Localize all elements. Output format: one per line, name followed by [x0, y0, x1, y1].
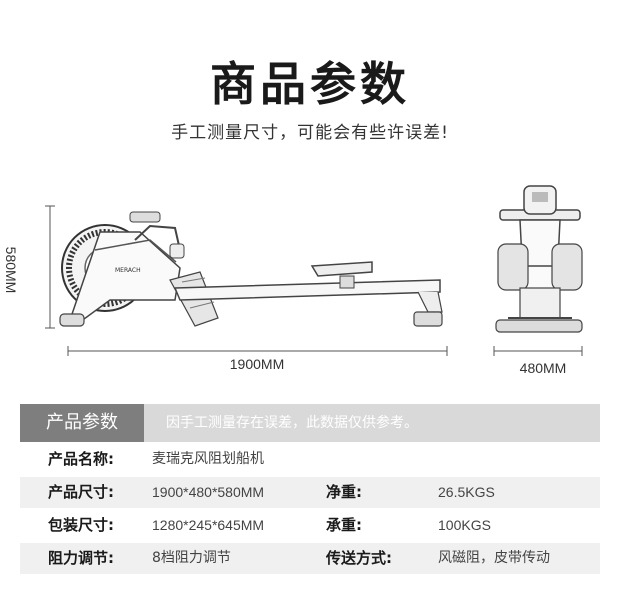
rower-diagram: MERACH: [45, 185, 583, 356]
spec-value: 26.5KGS: [438, 484, 495, 500]
spec-row-package: 包装尺寸: 1280*245*645MM 承重: 100KGS: [20, 510, 600, 541]
spec-row-resistance: 阻力调节: 8档阻力调节 传送方式: 风磁阻，皮带传动: [20, 543, 600, 574]
length-dimension-line: [67, 346, 448, 356]
spec-value: 1280*245*645MM: [152, 517, 265, 533]
spec-key: 包装尺寸:: [48, 516, 114, 534]
height-dimension-label: 580MM: [3, 246, 19, 294]
spec-table-header: 产品参数 因手工测量存在误差，此数据仅供参考。: [20, 404, 600, 442]
spec-value: 1900*480*580MM: [152, 484, 265, 500]
spec-table-header-note: 因手工测量存在误差，此数据仅供参考。: [166, 415, 418, 431]
spec-value: 风磁阻，皮带传动: [438, 550, 550, 566]
spec-value: 100KGS: [438, 517, 491, 533]
spec-row-name: 产品名称: 麦瑞克风阻划船机: [20, 444, 600, 475]
page-title: 商品参数: [210, 57, 410, 111]
page-subtitle: 手工测量尺寸，可能会有些许误差!: [171, 123, 449, 143]
rower-front-view: [495, 185, 583, 333]
spec-row-size: 产品尺寸: 1900*480*580MM 净重: 26.5KGS: [20, 477, 600, 508]
spec-key: 净重:: [326, 483, 362, 501]
spec-key: 产品尺寸:: [48, 483, 114, 501]
spec-key: 阻力调节:: [48, 549, 114, 567]
brand-mark: MERACH: [115, 267, 141, 274]
spec-table-header-label: 产品参数: [20, 404, 144, 442]
height-dimension-line: [45, 205, 55, 329]
spec-key: 传送方式:: [326, 549, 392, 567]
width-dimension-label: 480MM: [519, 360, 567, 376]
rower-side-view: MERACH: [59, 211, 443, 327]
spec-key: 产品名称:: [48, 450, 114, 468]
spec-value: 8档阻力调节: [152, 550, 231, 566]
width-dimension-line: [493, 346, 583, 356]
length-dimension-label: 1900MM: [229, 356, 285, 372]
spec-key: 承重:: [326, 516, 362, 534]
spec-table: 产品参数 因手工测量存在误差，此数据仅供参考。 产品名称: 麦瑞克风阻划船机 产…: [20, 404, 600, 574]
spec-value: 麦瑞克风阻划船机: [152, 451, 264, 467]
